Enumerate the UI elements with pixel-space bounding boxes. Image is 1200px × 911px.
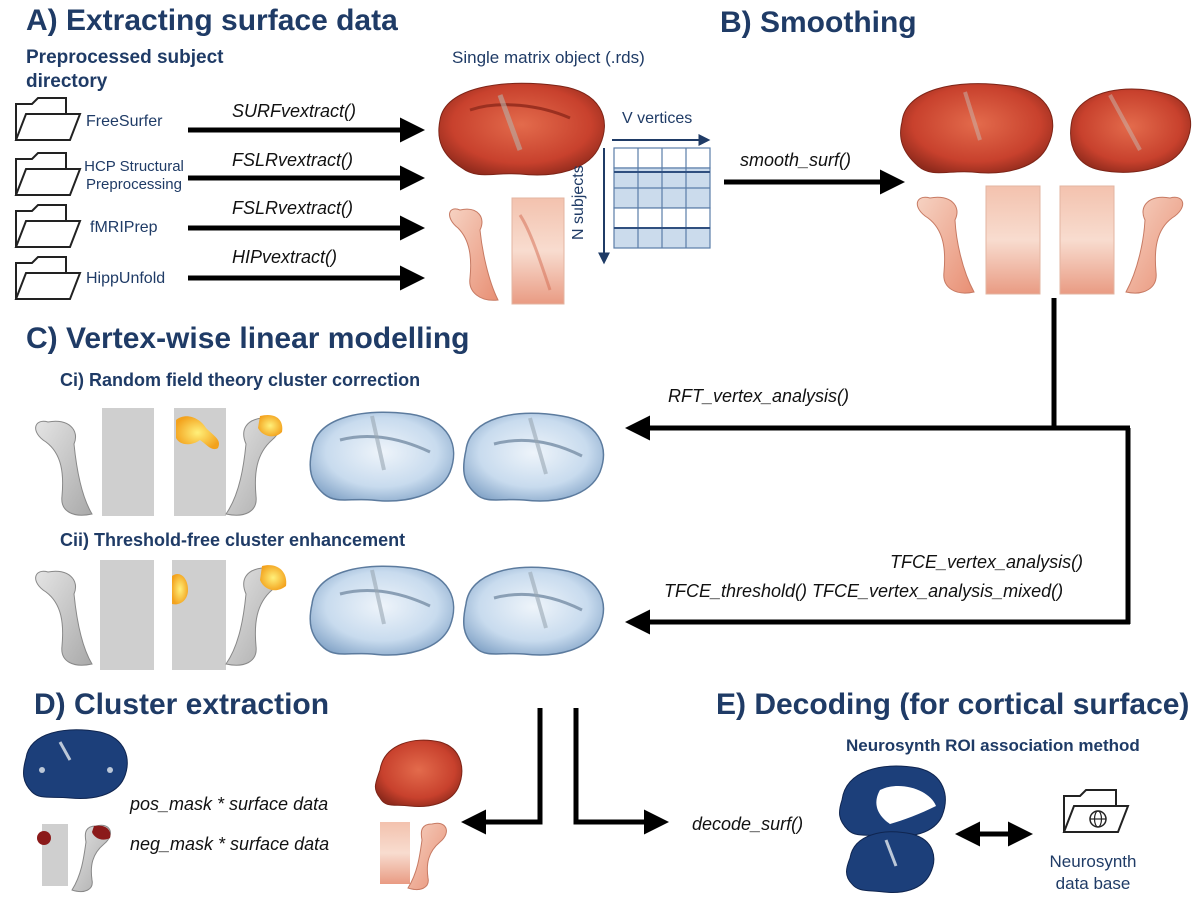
hippocampus-grey-cii-right [225,565,287,666]
hippocampus-grey-cii-left [35,570,93,666]
function-fslrvextract-fmriprep: FSLRvextract() [232,198,354,218]
cortex-blue-cii-right [462,566,605,656]
function-tfce-vertex-analysis: TFCE_vertex_analysis() [890,552,1084,572]
cortex-red-masked [374,739,463,807]
neurosynth-db-label-line1: Neurosynth [1049,852,1137,871]
section-d-title: D) Cluster extraction [34,688,330,721]
section-a-title: A) Extracting surface data [26,4,398,37]
function-pos-mask: pos_mask * surface data [130,794,329,814]
function-smooth-surf: smooth_surf() [740,150,852,170]
function-surfvextract: SURFvextract() [232,101,357,121]
folder-icon-fmriprep [14,204,82,248]
hippocampus-grey-ci-right [225,414,283,516]
cortex-navy-decoding-top [839,765,946,837]
function-rft-vertex-analysis: RFT_vertex_analysis() [668,386,850,406]
cortex-red-smoothed-left [900,83,1054,174]
matrix-rows-label: N subjects [570,165,587,240]
subject-vertex-matrix [613,147,711,249]
source-label-hcp: HCP Structural Preprocessing [84,158,184,193]
cortex-red-smoothed-right [1070,88,1192,173]
cortex-blue-ci-right [462,412,605,502]
section-e-title: E) Decoding (for cortical surface) [716,688,1190,721]
source-label-fmriprep: fMRIPrep [90,219,158,236]
arrow-to-cluster-extraction [461,708,543,835]
cortex-blue-ci-left [309,411,455,502]
cortex-red-extracted [438,82,605,176]
section-a-subtitle: Preprocessed subject directory [26,47,224,92]
matrix-caption: Single matrix object (.rds) [452,48,645,67]
section-e-subtitle: Neurosynth ROI association method [846,736,1140,755]
folder-icon-hcp [14,152,82,196]
matrix-cols-label: V vertices [622,110,693,127]
unfolded-grey-cii-1 [100,560,154,670]
cortex-blue-cii-left [309,565,455,656]
section-ci-title: Ci) Random field theory cluster correcti… [60,370,421,390]
function-tfce-threshold-mixed: TFCE_threshold() TFCE_vertex_analysis_mi… [664,581,1064,601]
folder-icon-hippunfold [14,256,82,300]
globe-folder-icon [1062,789,1130,833]
section-cii-title: Cii) Threshold-free cluster enhancement [60,530,406,550]
cortex-navy-pos-mask [23,729,128,799]
function-fslrvextract-hcp: FSLRvextract() [232,150,354,170]
hippocampus-smoothed [916,185,1184,295]
section-b-title: B) Smoothing [720,6,917,39]
function-neg-mask: neg_mask * surface data [130,834,330,854]
unfolded-grey-ci-1 [102,408,154,516]
source-label-hippunfold: HippUnfold [86,270,166,287]
folder-icon-freesurfer [14,97,82,141]
function-hipvextract: HIPvextract() [232,247,338,267]
tfce-cluster-blob [172,573,188,605]
hippocampus-grey-ci-left [35,420,93,516]
neurosynth-db-label-line2: data base [1055,874,1131,893]
arrow-to-decoding [573,708,669,835]
hippocampus-red-masked [380,822,447,891]
rft-cluster-blob [176,416,220,450]
section-c-title: C) Vertex-wise linear modelling [26,322,470,355]
hippocampus-neg-mask [37,824,111,893]
source-label-freesurfer: FreeSurfer [86,113,163,130]
cortex-navy-decoding-bottom [846,831,935,893]
hippocampus-extracted [449,197,565,305]
function-decode-surf: decode_surf() [692,814,804,834]
